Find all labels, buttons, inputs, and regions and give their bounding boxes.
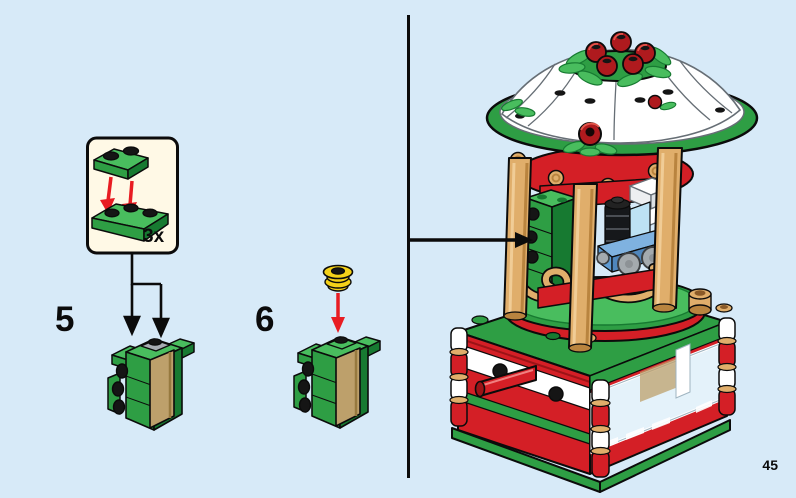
crank-handle xyxy=(474,365,537,398)
green-plate-1x2 xyxy=(93,146,149,180)
callout-connector-arrows xyxy=(123,253,170,339)
roof-top-cluster xyxy=(558,31,672,88)
step6-assembly xyxy=(293,336,381,429)
green-plate-1x3 xyxy=(91,203,169,242)
pillar-right xyxy=(652,147,683,313)
base-bottom-plate xyxy=(451,419,731,493)
step6-group xyxy=(293,264,381,429)
leaf-pieces-left xyxy=(501,98,536,117)
callout-quantity-label: 3x xyxy=(143,226,165,247)
corner-pillar-right xyxy=(717,317,737,416)
yellow-dish-piece xyxy=(322,264,354,292)
tan-panel xyxy=(149,349,175,429)
parts-callout-box xyxy=(86,136,179,255)
right-rim-berry xyxy=(647,94,677,111)
carousel-model xyxy=(449,31,759,493)
attach-arrow xyxy=(410,232,533,248)
carousel-roof xyxy=(485,31,759,201)
roof-stud-icons xyxy=(515,89,725,119)
insert-arrow-icon xyxy=(331,293,345,333)
candy-corner-pillars xyxy=(449,317,737,478)
corner-pillar-left xyxy=(449,327,469,427)
step5-assembly xyxy=(107,338,195,431)
gray-top-plate xyxy=(140,338,171,352)
page-number: 45 xyxy=(762,457,778,473)
front-rose-piece xyxy=(562,122,618,157)
step6-number: 6 xyxy=(255,300,276,339)
step5-number: 5 xyxy=(55,300,76,339)
base-right-face xyxy=(589,321,728,475)
berry-pieces xyxy=(585,31,656,77)
pillar-middle xyxy=(568,183,598,353)
carousel-pillars xyxy=(503,147,683,353)
corner-pillar-front xyxy=(590,379,611,478)
side-stud-icons xyxy=(111,363,129,415)
